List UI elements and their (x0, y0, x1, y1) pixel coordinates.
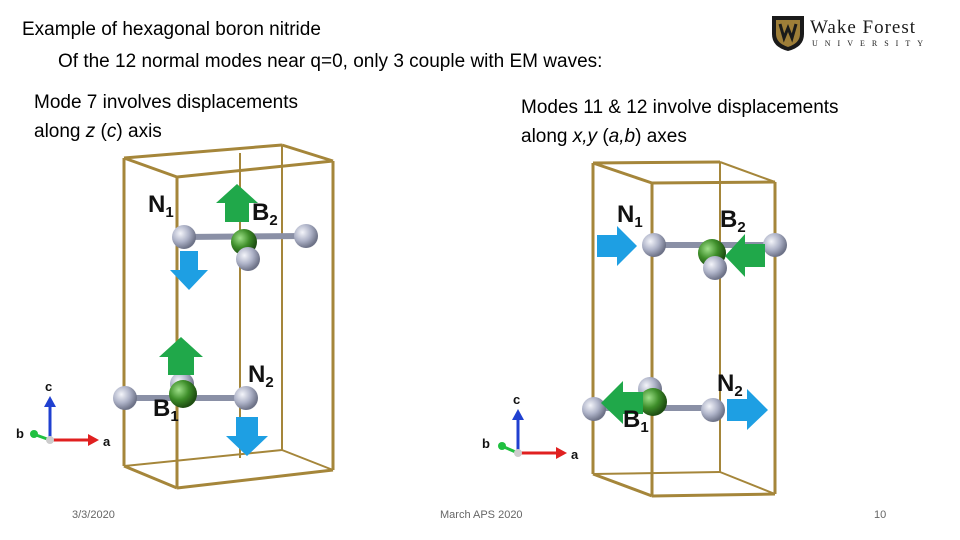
displacement-arrow-down (170, 251, 208, 290)
svg-text:b: b (482, 436, 490, 451)
caption-modes-11-12: Modes 11 & 12 involve displacements alon… (521, 97, 839, 147)
atom-label-n2: N2 (717, 370, 743, 400)
nitrogen-atom (236, 247, 260, 271)
nitrogen-atom (763, 233, 787, 257)
displacement-arrow-up (216, 184, 258, 222)
svg-text:c: c (513, 392, 520, 407)
nitrogen-atom (703, 256, 727, 280)
atom-label-b2: B2 (252, 199, 278, 229)
svg-text:a: a (103, 434, 111, 449)
nitrogen-atom (113, 386, 137, 410)
logo-subtitle: UNIVERSITY (812, 39, 930, 48)
logo-wordmark: Wake Forest (810, 17, 917, 38)
atom-label-n1: N1 (617, 201, 643, 231)
svg-text:a: a (571, 447, 579, 462)
displacement-arrow-up (159, 337, 203, 375)
layer-lower-left (113, 372, 258, 410)
footer-date: 3/3/2020 (72, 509, 115, 521)
displacement-arrow-left (601, 381, 643, 424)
svg-text:c: c (45, 379, 52, 394)
svg-text:b: b (16, 426, 24, 441)
university-logo: Wake Forest UNIVERSITY (770, 14, 940, 54)
boron-atom (169, 380, 197, 408)
footer-event: March APS 2020 (440, 509, 523, 521)
atom-label-n1: N1 (148, 191, 174, 221)
caption-mode-7: Mode 7 involves displacements along z (c… (34, 92, 299, 142)
boron-atom (639, 388, 667, 416)
slide-number: 10 (874, 509, 887, 521)
axes-triad-left: c a b (16, 379, 111, 449)
displacement-arrow-left (725, 234, 765, 277)
atom-label-b1: B1 (623, 406, 649, 436)
nitrogen-atom (642, 233, 666, 257)
nitrogen-atom (582, 397, 606, 421)
atom-label-n2: N2 (248, 361, 274, 391)
nitrogen-atom (234, 386, 258, 410)
displacement-arrow-right (727, 389, 768, 430)
nitrogen-atom (172, 225, 196, 249)
atom-label-b1: B1 (153, 395, 179, 425)
atom-label-b2: B2 (720, 206, 746, 236)
nitrogen-atom (701, 398, 725, 422)
layer-upper-right (642, 233, 787, 280)
axes-triad-right: c a b (482, 392, 579, 462)
nitrogen-atom (294, 224, 318, 248)
slide-title-line1: Example of hexagonal boron nitride (22, 19, 321, 40)
displacement-arrow-right (597, 226, 637, 266)
shield-icon (772, 16, 804, 51)
displacement-arrow-down (226, 417, 268, 456)
slide-title-line2: Of the 12 normal modes near q=0, only 3 … (58, 51, 603, 72)
layer-lower-right (582, 377, 725, 422)
layer-upper-left (172, 224, 318, 271)
